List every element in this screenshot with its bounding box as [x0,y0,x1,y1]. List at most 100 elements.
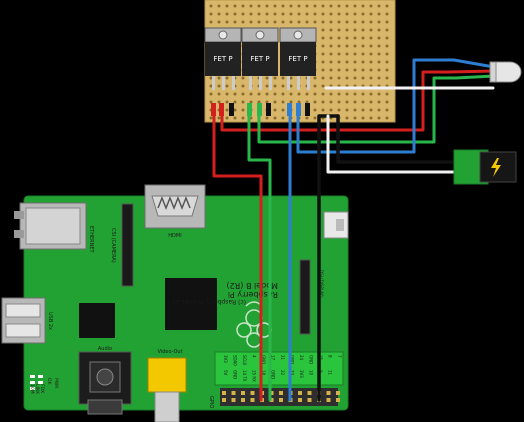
gpio-pin-label: 15 RX [252,370,257,382]
stripboard-hole [281,116,285,120]
stripboard-hole [345,36,349,40]
stripboard-hole [289,12,293,16]
stripboard-hole [281,92,285,96]
gpio-pin [279,391,283,395]
stripboard-hole [313,92,317,96]
stripboard-hole [241,100,245,104]
stripboard-hole [257,12,261,16]
stripboard-hole [369,60,373,64]
stripboard-hole [265,12,269,16]
stripboard-hole [337,68,341,72]
stripboard-hole [345,28,349,32]
stripboard-hole [289,84,293,88]
stripboard-hole [353,52,357,56]
stripboard-hole [329,92,333,96]
stripboard-hole [345,4,349,8]
gpio-pin [326,398,331,402]
stripboard-hole [353,44,357,48]
stripboard-hole [329,68,333,72]
gpio-pin-label: 4 [252,355,257,358]
stripboard-hole [249,20,253,24]
stripboard-hole [265,84,269,88]
stripboard-hole [345,68,349,72]
stripboard-hole [281,12,285,16]
copyright-label: (c) Raspberry Pi 2011.12 [172,298,246,305]
stripboard-hole [273,84,277,88]
stripboard-hole [321,12,325,16]
stripboard-hole [321,84,325,88]
stripboard-hole [281,108,285,112]
gpio-pin-label: 5V [223,370,228,376]
gpio-pin-label: 24 [299,355,304,361]
stripboard-hole [369,4,373,8]
stripboard-hole [321,108,325,112]
stripboard-hole [217,84,221,88]
stripboard-hole [257,4,261,8]
stripboard-hole [337,52,341,56]
stripboard-hole [241,4,245,8]
stripboard-hole [369,68,373,72]
gpio-pin-label: GND [290,355,295,364]
gpio-pin-label: 10 [309,370,314,376]
stripboard-hole [353,4,357,8]
stripboard-hole [369,76,373,80]
stripboard-hole [337,92,341,96]
stripboard-hole [249,100,253,104]
stripboard-hole [233,116,237,120]
wire-red-jack [220,70,450,132]
wire-black-jack [336,114,464,164]
stripboard-hole [225,84,229,88]
gpio-pin [279,398,283,402]
gpio-pin-label: 23 [290,370,295,376]
stripboard-hole [377,108,381,112]
stripboard-hole [337,28,341,32]
stripboard-hole [241,12,245,16]
stripboard-hole [353,108,357,112]
stripboard-hole [385,44,389,48]
stripboard-hole [361,100,365,104]
stripboard-hole [289,4,293,8]
gpio-pin [250,398,255,402]
gpio-pin-label: GND [271,370,276,379]
mosfet-1: FET P [204,27,242,90]
stripboard-hole [385,76,389,80]
gpio-pin-label: GND [309,355,314,364]
stripboard-hole [265,4,269,8]
stripboard-hole [337,108,341,112]
stripboard-hole [377,60,381,64]
stripboard-hole [377,92,381,96]
stripboard-hole [361,116,365,120]
stripboard-hole [209,76,213,80]
gpio-pin [222,391,226,395]
stripboard-hole [385,28,389,32]
stripboard-hole [321,52,325,56]
stripboard-hole [385,92,389,96]
stripboard-hole [313,100,317,104]
stripboard-hole [209,92,213,96]
gpio-pin-label: 22 [280,370,285,376]
gpio-pin-label: 21 [280,355,285,361]
status-leds: OK PWR FDX LINK 10M [29,375,59,395]
stripboard-hole [361,44,365,48]
stripboard-hole [321,92,325,96]
stripboard-hole [361,60,365,64]
stripboard-hole [329,108,333,112]
stripboard-hole [361,4,365,8]
gpio-pin [222,398,226,402]
stripboard-hole [345,76,349,80]
stripboard-hole [233,20,237,24]
stripboard-hole [209,84,213,88]
stripboard-hole [345,12,349,16]
usb-controller-chip [79,303,115,338]
stripboard-hole [273,92,277,96]
stripboard-hole [225,76,229,80]
stripboard-hole [337,4,341,8]
dc-power-jack [453,149,517,185]
stripboard-hole [369,116,373,120]
stripboard-hole [329,76,333,80]
stripboard-hole [297,20,301,24]
gpio-pin [241,391,245,395]
stripboard-hole [233,108,237,112]
stripboard-hole [273,116,277,120]
